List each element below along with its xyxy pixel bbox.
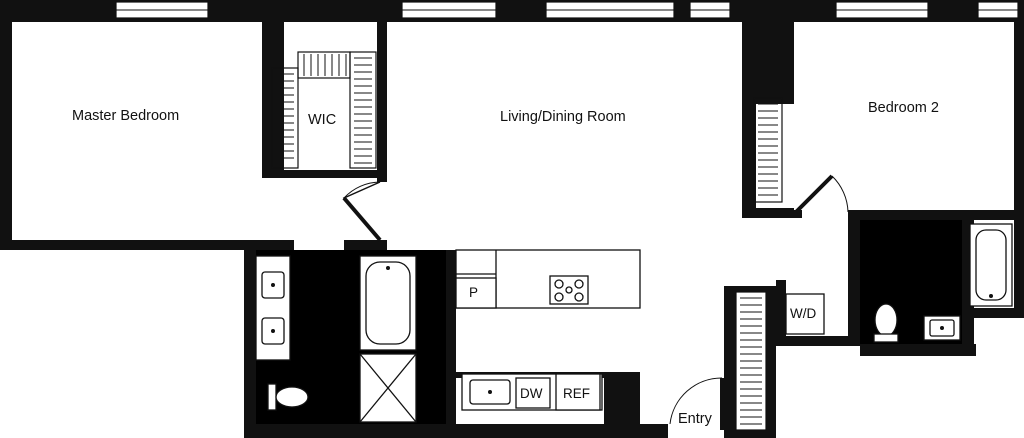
closet-rod-icon xyxy=(753,97,783,203)
wic-label: WIC xyxy=(308,112,337,128)
entry-floor xyxy=(640,372,724,424)
dishwasher-label: DW xyxy=(520,386,543,401)
living-floor xyxy=(387,22,742,250)
pantry-label: P xyxy=(469,285,479,300)
toilet-icon xyxy=(873,303,899,343)
washer-dryer-label: W/D xyxy=(790,306,817,321)
door-swing-icon xyxy=(294,174,849,430)
refrigerator-label: REF xyxy=(563,386,590,401)
bedroom2-nook xyxy=(756,104,794,208)
pantry xyxy=(455,277,497,309)
sink-icon xyxy=(923,315,961,341)
dishwasher xyxy=(515,377,551,409)
master-bedroom-label: Master Bedroom xyxy=(72,108,180,124)
hall-floor xyxy=(742,218,848,280)
cooktop-icon xyxy=(549,275,589,305)
entry-label: Entry xyxy=(678,411,712,427)
shower-icon xyxy=(359,353,417,423)
bathtub-icon xyxy=(969,223,1013,307)
living-dining-label: Living/Dining Room xyxy=(500,109,626,125)
refrigerator xyxy=(555,373,601,411)
bedroom2-label: Bedroom 2 xyxy=(868,100,939,116)
wic-floor xyxy=(284,48,377,170)
master-bedroom-floor xyxy=(12,22,262,240)
toilet-icon xyxy=(267,383,309,411)
washer-dryer xyxy=(785,293,825,335)
bathtub-icon xyxy=(359,255,417,351)
closet-rod-icon xyxy=(271,51,377,169)
